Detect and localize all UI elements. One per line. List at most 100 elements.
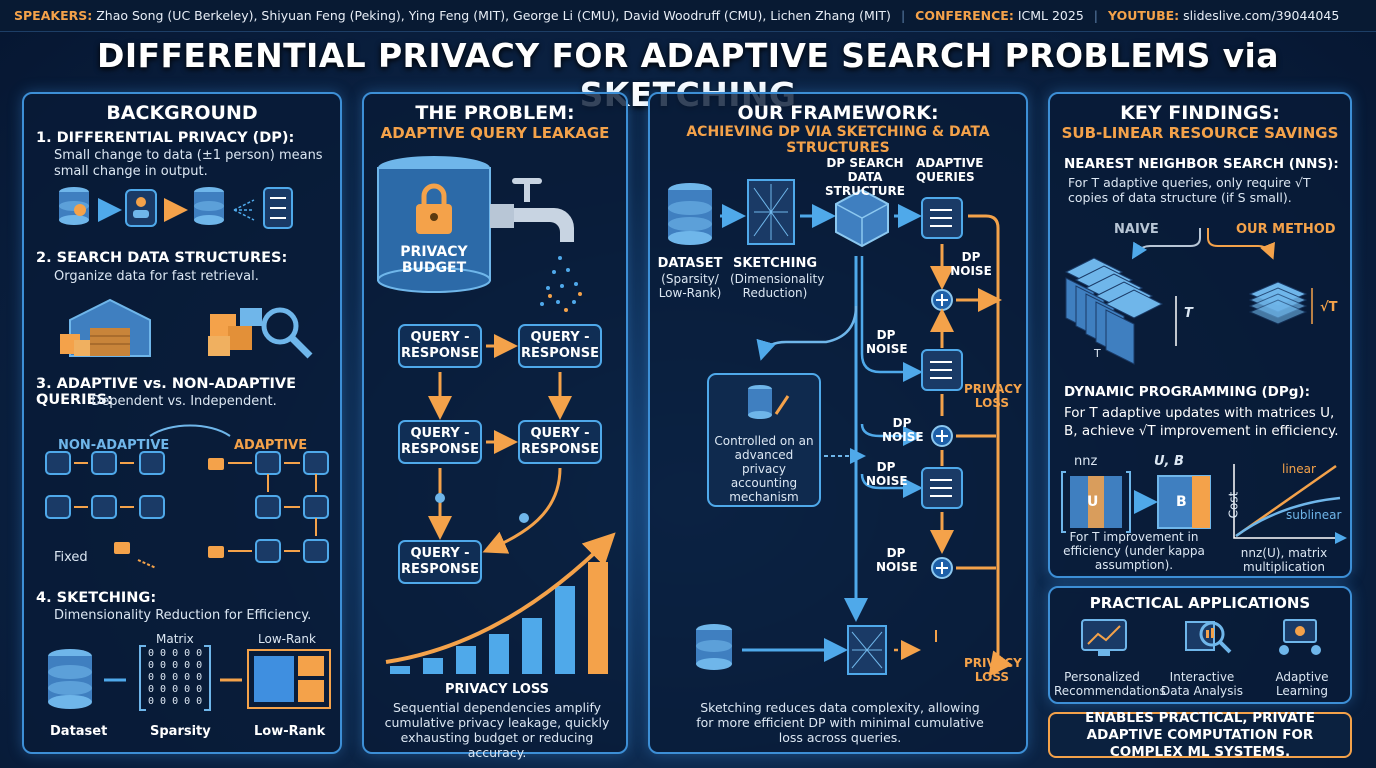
- nns-title: NEAREST NEIGHBOR SEARCH (NNS):: [1064, 156, 1339, 172]
- conference-name: ICML 2025: [1017, 8, 1084, 23]
- sk-title: 4. SKETCHING:: [36, 590, 157, 606]
- sketching-illustration: [48, 645, 331, 711]
- database-icon: [668, 183, 712, 245]
- privacy-loss-bar: [423, 658, 443, 674]
- dp-title: DYNAMIC PROGRAMMING (DPg):: [1064, 384, 1310, 400]
- youtube-label: YOUTUBE:: [1108, 8, 1180, 23]
- stacked-layers-icon: [1248, 281, 1308, 325]
- nnz-label: nnz: [1074, 454, 1098, 469]
- stacked-layers-icon: [1064, 257, 1164, 365]
- privacy-loss-bar: [522, 618, 542, 674]
- query-flow-illustration: [45, 424, 329, 569]
- database-icon: [59, 187, 89, 225]
- dp-cube-icon: [835, 188, 889, 248]
- person-card-icon: [125, 189, 157, 227]
- sublinear-label: sublinear: [1286, 508, 1342, 522]
- lock-icon: [208, 458, 224, 470]
- dp-text: Small change to data (±1 person) means s…: [54, 148, 323, 179]
- dp-title: 1. DIFFERENTIAL PRIVACY (DP):: [36, 130, 295, 146]
- fw-dataset-label: DATASET: [657, 256, 723, 271]
- app-item: Adaptive Learning: [1275, 670, 1329, 698]
- privacy-loss-bar: [555, 586, 575, 674]
- linear-label: linear: [1282, 462, 1316, 476]
- data-magnifier-icon: [1185, 621, 1232, 654]
- sds-text: Organize data for fast retrieval.: [54, 269, 259, 284]
- t-label: T: [1184, 306, 1193, 321]
- matrix-label: Matrix: [156, 632, 194, 646]
- dp-noise-label: DP NOISE: [866, 460, 908, 488]
- dpsds-label: DP SEARCH DATA STRUCTURE: [825, 156, 905, 198]
- sketch-network-icon: [847, 625, 887, 675]
- background-panel: BACKGROUND 1. DIFFERENTIAL PRIVACY (DP):…: [22, 92, 342, 754]
- matrix-ub-illustration: [1061, 464, 1347, 544]
- findings-panel: KEY FINDINGS: SUB-LINEAR RESOURCE SAVING…: [1048, 92, 1352, 578]
- database-icon: [194, 187, 224, 225]
- privacy-loss-label: PRIVACY LOSS: [444, 682, 550, 697]
- cost-label: Cost: [1226, 491, 1241, 519]
- accounting-box: [707, 373, 821, 507]
- privacy-loss-label: PRIVACY LOSS: [964, 382, 1022, 410]
- framework-diagram: [668, 179, 1013, 677]
- dp-illustration: [59, 187, 293, 229]
- dp-noise-label: DP NOISE: [876, 546, 918, 574]
- problem-subheading: ADAPTIVE QUERY LEAKAGE: [380, 124, 610, 142]
- growth-arrow: [385, 532, 616, 664]
- database-icon: [748, 385, 790, 419]
- u-label: U: [1087, 494, 1099, 510]
- app-item: Personalized Recommendations: [1054, 670, 1166, 698]
- lock-icon: [416, 183, 452, 234]
- budget-illustration: [377, 156, 582, 312]
- problem-text: Sequential dependencies amplify cumulati…: [384, 700, 610, 760]
- buckets-icon: [208, 308, 262, 356]
- ub-label: U, B: [1154, 454, 1184, 469]
- framework-heading: OUR FRAMEWORK:: [737, 102, 939, 124]
- framework-subheading: ACHIEVING DP VIA SKETCHING & DATA STRUCT…: [686, 124, 990, 156]
- controlled-text: Controlled on an advanced privacy accoun…: [714, 434, 814, 504]
- adaptive-label: ADAPTIVE: [234, 438, 308, 453]
- cost-chart-axes: [1233, 464, 1347, 544]
- faucet-icon: [490, 178, 574, 242]
- sqrt-t-label: √T: [1320, 300, 1338, 315]
- sk-text: Dimensionality Reduction for Efficiency.: [54, 608, 312, 623]
- adaptive-learning-icon: [1279, 619, 1321, 655]
- aq-text: Dependent vs. Independent.: [91, 394, 277, 409]
- problem-heading: THE PROBLEM:: [415, 102, 575, 124]
- speakers-label: SPEAKERS:: [14, 8, 93, 23]
- query-response-box: QUERY - RESPONSE: [518, 324, 602, 368]
- privacy-loss-chart: [385, 532, 616, 674]
- privacy-budget-label: PRIVACY BUDGET: [400, 244, 468, 276]
- speakers-list: Zhao Song (UC Berkeley), Shiyuan Feng (P…: [96, 8, 891, 23]
- background-heading: BACKGROUND: [106, 102, 258, 124]
- low-rank-top-label: Low-Rank: [258, 632, 316, 646]
- naive-label: NAIVE: [1114, 222, 1159, 237]
- header-bar: SPEAKERS: Zhao Song (UC Berkeley), Shiyu…: [0, 0, 1376, 32]
- query-response-box: QUERY - RESPONSE: [398, 420, 482, 464]
- sketch-network-icon: [747, 179, 795, 245]
- framework-text: Sketching reduces data complexity, allow…: [696, 700, 984, 745]
- fw-dataset-sub: (Sparsity/ Low-Rank): [658, 272, 722, 300]
- dp-noise-label: DP NOISE: [866, 328, 908, 356]
- database-icon: [696, 624, 732, 670]
- aq-title: 3. ADAPTIVE vs. NON-ADAPTIVE QUERIES:: [36, 376, 296, 408]
- sds-title: 2. SEARCH DATA STRUCTURES:: [36, 250, 288, 266]
- fixed-label: Fixed: [54, 550, 88, 565]
- our-method-label: OUR METHOD: [1236, 222, 1336, 237]
- app-item: Interactive Data Analysis: [1161, 670, 1243, 698]
- low-rank-label: Low-Rank: [254, 724, 326, 739]
- warehouse-illustration: [60, 298, 313, 359]
- youtube-link[interactable]: slideslive.com/39044045: [1183, 8, 1340, 23]
- applications-panel: PRACTICAL APPLICATIONS Personalized Reco…: [1048, 586, 1352, 704]
- conference-label: CONFERENCE:: [915, 8, 1014, 23]
- fw-sketching-label: SKETCHING: [733, 256, 817, 271]
- query-response-box: QUERY - RESPONSE: [518, 420, 602, 464]
- dp-noise-label: DP NOISE: [950, 250, 992, 278]
- problem-panel: THE PROBLEM: ADAPTIVE QUERY LEAKAGE PRIV…: [362, 92, 628, 760]
- privacy-loss-bar: [588, 562, 608, 674]
- framework-panel: OUR FRAMEWORK: ACHIEVING DP VIA SKETCHIN…: [648, 92, 1028, 754]
- privacy-loss-bar: [456, 646, 476, 674]
- privacy-loss-label: PRIVACY LOSS: [964, 656, 1022, 684]
- nns-illustration: [1064, 228, 1313, 365]
- database-icon: [48, 649, 92, 709]
- query-arrows: [428, 334, 572, 554]
- query-response-box: QUERY - RESPONSE: [398, 540, 482, 584]
